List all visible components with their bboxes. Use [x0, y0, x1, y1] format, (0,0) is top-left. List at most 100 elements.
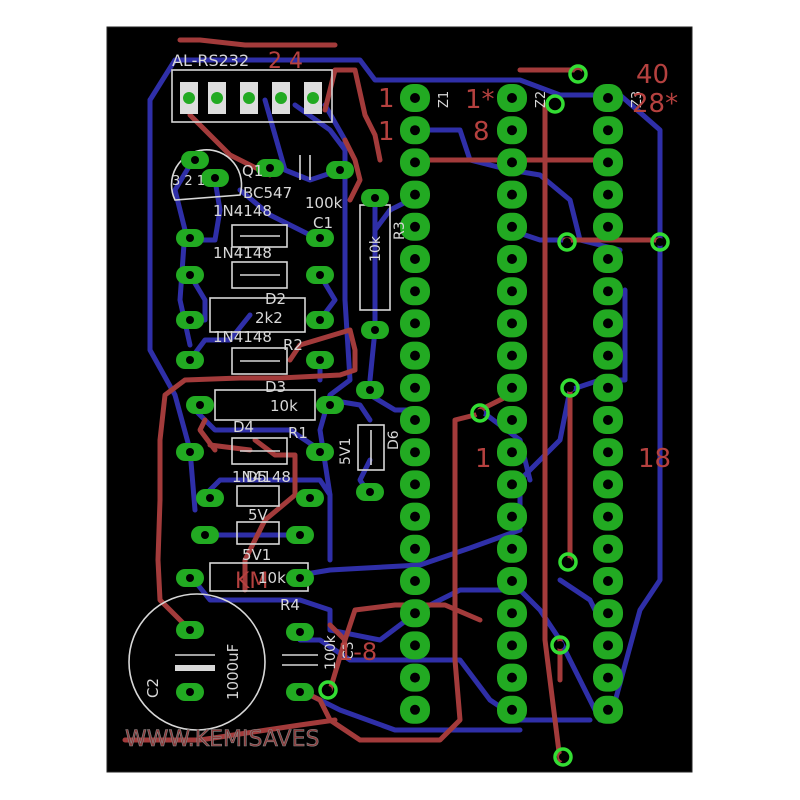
d5-5v-label: 5V	[248, 506, 269, 524]
ic-pad	[497, 277, 527, 306]
ic-pad	[400, 84, 430, 112]
ic-pad-columns	[400, 84, 623, 724]
component-pad	[176, 569, 204, 587]
ic-pad	[400, 631, 430, 660]
ic-pad	[497, 470, 527, 499]
ic-pad	[593, 373, 623, 402]
diode-3-outline	[231, 347, 288, 375]
ic-pad	[593, 84, 623, 112]
ic-pad	[400, 277, 430, 306]
km-label: KM	[235, 569, 268, 594]
component-pad	[256, 159, 284, 177]
resistor-10k-a-outline	[214, 389, 316, 421]
connector-label: AL-RS232	[172, 51, 249, 70]
component-pad	[201, 169, 229, 187]
component-pad	[306, 229, 334, 247]
ic-pad	[593, 438, 623, 467]
diode-1-outline	[231, 224, 288, 248]
component-pad	[306, 351, 334, 369]
component-pad	[176, 683, 204, 701]
c2-outline	[128, 593, 266, 731]
ic-pad	[400, 663, 430, 692]
ic-pin-1b-label: 1	[378, 117, 395, 147]
component-pad	[296, 489, 324, 507]
ic-pin-1star-label: 1*	[465, 85, 495, 115]
resistor-2k2-outline	[209, 297, 306, 333]
d6-outline	[357, 424, 385, 471]
r-2k2-label: 2k2	[255, 309, 283, 327]
connector-pad-5	[307, 92, 319, 104]
bc547-label: BC547	[243, 184, 292, 202]
ic-pad	[497, 695, 527, 724]
silkscreen	[128, 69, 391, 731]
vias	[318, 64, 670, 767]
d6-label: D6	[386, 430, 402, 450]
ic-pad	[497, 116, 527, 145]
ic-pad	[400, 406, 430, 434]
r-10k-b-label: 10k	[258, 569, 286, 587]
component-pad	[361, 321, 389, 339]
z3-label: Z3	[630, 91, 645, 108]
diode-2-outline	[231, 261, 288, 289]
via	[550, 635, 570, 655]
ic-pad	[497, 631, 527, 660]
component-pad	[306, 443, 334, 461]
ic-pad	[400, 373, 430, 402]
ic-pad	[497, 341, 527, 370]
ic-pad	[593, 695, 623, 724]
ic-pad	[400, 502, 430, 531]
c3-label: C3	[341, 641, 357, 660]
q1-pin-label: 3 2 1	[172, 174, 205, 189]
ic-pin-28star-label: 28*	[632, 89, 678, 119]
diode-low-label: 1N4148	[232, 468, 291, 486]
website-label: WWW.KEMISAVES	[125, 727, 319, 752]
ic-pad	[497, 406, 527, 434]
ic-pad	[593, 341, 623, 370]
d2-label: D2	[265, 290, 286, 308]
ic-pad	[593, 309, 623, 338]
via	[545, 94, 565, 114]
diode-4-outline	[231, 437, 288, 465]
z-5v1-label: 5V1	[338, 438, 354, 465]
connector-pad-4	[275, 92, 287, 104]
ic-pad	[400, 567, 430, 595]
ic-pad	[593, 277, 623, 306]
c2-plate-b	[175, 665, 215, 671]
diode-5-outline	[236, 485, 280, 507]
component-pad	[286, 526, 314, 544]
ic-pad	[593, 470, 623, 499]
ic-pad	[497, 373, 527, 402]
ic-pad	[593, 245, 623, 273]
ic-pin-18-label: 18	[638, 444, 671, 474]
ic-pad	[497, 180, 527, 209]
component-pad	[356, 381, 384, 399]
ic-pad	[497, 567, 527, 595]
r3-value-label: 10k	[368, 235, 384, 262]
component-pad	[176, 311, 204, 329]
component-pad	[286, 683, 314, 701]
c2-label: C2	[144, 678, 162, 698]
z2-label: Z2	[534, 91, 549, 108]
ic-pad	[497, 245, 527, 273]
component-pad	[286, 623, 314, 641]
connector-outline	[171, 69, 333, 123]
ic-pad	[593, 599, 623, 628]
d3-label: D3	[265, 378, 286, 396]
connector-pad-3	[243, 92, 255, 104]
q1-label: Q1	[242, 162, 263, 180]
via	[553, 747, 573, 767]
via	[568, 64, 588, 84]
ic-pad	[400, 148, 430, 177]
diode-5v1-outline	[236, 521, 280, 545]
component-pad	[176, 229, 204, 247]
top-traces	[122, 37, 663, 763]
ic-pad	[497, 502, 527, 531]
r4-label: R4	[280, 596, 300, 614]
component-pad	[191, 526, 219, 544]
ic-pad	[593, 631, 623, 660]
component-pad	[356, 483, 384, 501]
connector-pad-2	[211, 92, 223, 104]
ic-pad	[497, 212, 527, 241]
ic-pad	[593, 567, 623, 595]
